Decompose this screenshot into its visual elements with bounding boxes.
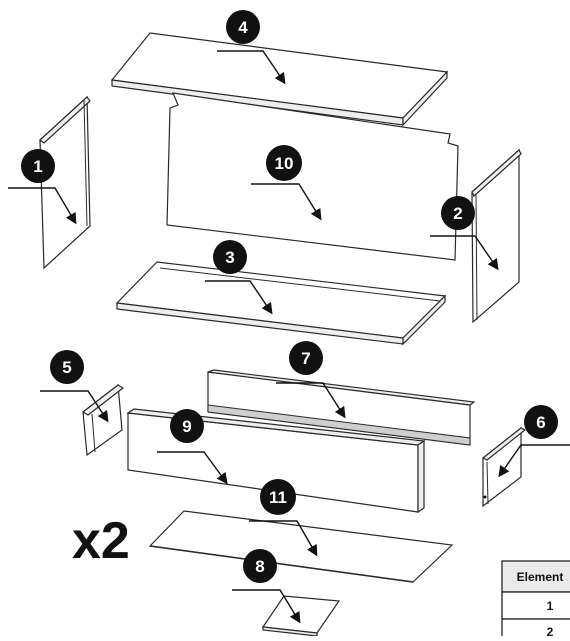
badge-5: 5 [50, 350, 84, 384]
panel-5-drawer-side [81, 383, 125, 457]
badge-4: 4 [226, 10, 260, 44]
badge-2: 2 [441, 196, 475, 230]
quantity-multiplier: x2 [72, 512, 130, 570]
table-row [501, 591, 570, 620]
badge-3-label: 3 [225, 248, 234, 267]
badge-9-label: 9 [182, 417, 191, 436]
badge-8-label: 8 [255, 557, 264, 576]
panel-11-drawer-bottom [148, 510, 454, 583]
table-row-1-label: 1 [547, 599, 554, 613]
panel-10-back [166, 92, 459, 261]
badge-10: 10 [266, 145, 302, 181]
badge-4-label: 4 [238, 18, 248, 37]
panel-6-drawer-side [481, 426, 527, 508]
badge-10-label: 10 [275, 154, 294, 173]
table-header-cell [501, 560, 570, 593]
badge-7: 7 [289, 341, 323, 375]
table-row [501, 618, 570, 641]
panel-8-block [261, 595, 341, 637]
badge-9: 9 [170, 409, 204, 443]
panel-1-left-side [39, 95, 91, 270]
badge-1: 1 [21, 149, 55, 183]
badge-5-label: 5 [62, 358, 71, 377]
callout-lines [8, 50, 570, 624]
badge-6: 6 [524, 405, 558, 439]
parts-table: Element 1 2 [501, 560, 570, 641]
badge-11-label: 11 [269, 488, 287, 507]
badge-7-label: 7 [301, 349, 310, 368]
badge-2-label: 2 [453, 204, 462, 223]
badge-11: 11 [260, 479, 296, 515]
panel-2-right-side [471, 148, 522, 324]
badge-3: 3 [213, 240, 247, 274]
badge-1-label: 1 [33, 157, 42, 176]
badge-6-label: 6 [536, 413, 545, 432]
table-row-2-label: 2 [547, 625, 554, 636]
panel-3-shelf [115, 261, 447, 346]
table-header: Element [517, 570, 564, 584]
badge-8: 8 [243, 549, 277, 583]
